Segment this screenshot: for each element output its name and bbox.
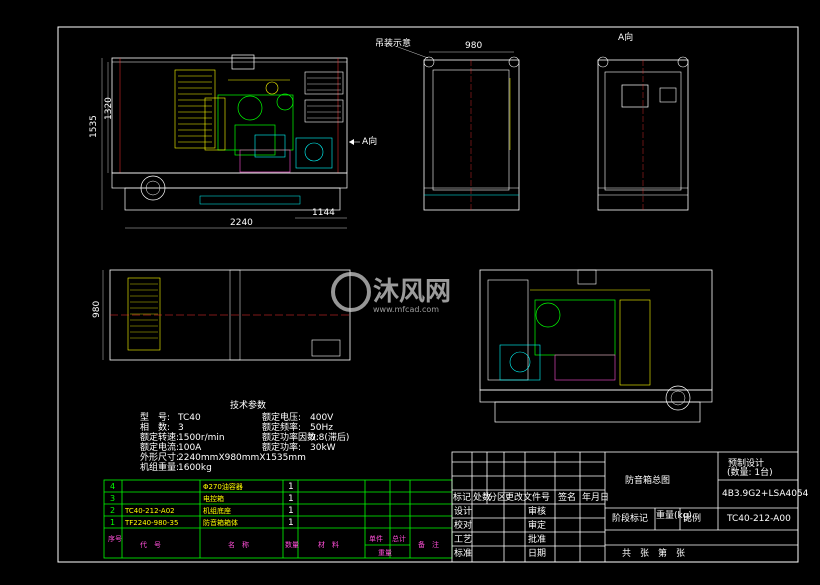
bom-header-name: 名 称 <box>228 540 249 549</box>
front-view: A向 1535 1320 2240 1144 <box>89 54 377 229</box>
bom-row-no: 1 <box>110 518 115 527</box>
param-value: 50Hz <box>310 423 333 433</box>
dim-plan-depth: 980 <box>92 301 102 318</box>
side-view: 吊装示意 980 <box>375 37 520 211</box>
watermark: 沐风网 www.mfcad.com <box>331 272 451 314</box>
lifting-note: 吊装示意 <box>375 37 411 49</box>
bom-header-qty: 数量 <box>285 540 299 549</box>
plan-view: 980 <box>92 269 351 361</box>
param-value: TC40 <box>177 413 201 423</box>
param-label: 额定功率: <box>262 441 301 453</box>
rev-header: 年月日 <box>582 491 609 503</box>
title-model: 4B3.9G2+LSA4054 <box>722 489 809 499</box>
watermark-url: www.mfcad.com <box>373 305 439 314</box>
dim-width-left: 2240 <box>230 218 253 228</box>
dim-side-width: 980 <box>465 41 482 51</box>
title-quantity: (数量: 1台) <box>727 466 773 478</box>
bom-row-qty: 1 <box>288 518 294 528</box>
dim-width-sub: 1144 <box>312 208 335 218</box>
param-label: 相 数: <box>140 421 170 433</box>
bom-row-name: 电控箱 <box>203 494 224 503</box>
title-stage-mark: 阶段标记 <box>612 512 648 524</box>
a-view-title: A向 <box>618 31 633 43</box>
rear-view <box>479 269 713 423</box>
bom-row-qty: 1 <box>288 482 294 492</box>
role-left: 标准 <box>454 547 472 559</box>
bom-header-code: 代 号 <box>140 540 161 549</box>
dim-height-2: 1320 <box>104 97 114 120</box>
role-right: 日期 <box>528 548 546 559</box>
role-left: 设计 <box>454 505 472 517</box>
role-right: 审定 <box>528 519 546 531</box>
front-view-a-label: A向 <box>362 135 377 147</box>
title-design-label: 预制设计 <box>728 457 764 469</box>
bom-header-material: 材 料 <box>318 540 339 549</box>
param-value: 3 <box>178 423 184 433</box>
param-label: 型 号: <box>140 412 170 423</box>
title-scale: 比例 <box>683 512 701 524</box>
bom-row-name: 机组底座 <box>203 506 231 515</box>
bom-row-no: 4 <box>110 482 115 491</box>
role-left: 工艺 <box>454 534 472 545</box>
bom-row-qty: 1 <box>288 506 294 516</box>
title-drawing-no: TC40-212-A00 <box>726 514 791 524</box>
bom-header-no: 序号 <box>108 534 122 543</box>
watermark-brand: 沐风网 <box>373 277 451 307</box>
rev-header: 标记 <box>453 491 471 503</box>
param-label: 外形尺寸: <box>140 451 179 463</box>
role-right: 审核 <box>528 505 546 517</box>
bom-row-name: Φ270油容器 <box>203 482 243 491</box>
param-label: 机组重量: <box>140 461 179 473</box>
bom-header-unit: 单件 <box>369 534 383 543</box>
param-value: 100A <box>178 443 202 453</box>
bom-row-code: TF2240-980-35 <box>124 519 178 527</box>
param-label: 额定频率: <box>262 421 301 433</box>
bom-row-qty: 1 <box>288 494 294 504</box>
title-weight: 重量(kg) <box>656 509 692 521</box>
param-label: 额定功率因数: <box>262 431 319 443</box>
tech-params-title: 技术参数 <box>230 399 266 411</box>
dim-height-1: 1535 <box>89 115 99 138</box>
param-value: 400V <box>310 413 334 423</box>
bom-row-name: 防音箱箱体 <box>203 518 238 527</box>
rev-header: 处数 <box>473 491 491 503</box>
param-value: 1500r/min <box>178 433 225 443</box>
param-label: 额定电流: <box>140 441 179 453</box>
bom-header-total: 总计 <box>392 534 406 543</box>
bom-row-no: 3 <box>110 494 115 503</box>
param-value: 1600kg <box>178 463 212 473</box>
a-view: A向 <box>597 31 689 211</box>
title-block: 预制设计 (数量: 1台) 防音箱总图 4B3.9G2+LSA4054 TC40… <box>451 451 809 563</box>
tech-params: 技术参数 型 号: TC40 相 数: 3额定转速:1500r/min额定电流:100… <box>140 399 349 473</box>
param-value: 0.8(滞后) <box>310 432 349 443</box>
rev-header: 签名 <box>558 491 576 503</box>
param-label: 额定转速: <box>140 431 179 443</box>
bom-header-note: 备 注 <box>418 540 439 549</box>
bom-row-no: 2 <box>110 506 115 515</box>
role-left: 校对 <box>454 519 472 531</box>
rev-header: 更改文件号 <box>505 491 550 503</box>
param-label: 额定电压: <box>262 411 301 423</box>
param-value: 30kW <box>310 443 336 453</box>
title-sheets: 共 张 第 张 <box>622 547 685 559</box>
title-drawing-name: 防音箱总图 <box>625 474 670 486</box>
bom-header-weight: 重量 <box>378 549 392 557</box>
bom-row-code: TC40-212-A02 <box>124 507 175 515</box>
rev-header: 分区 <box>488 492 506 503</box>
param-value: 2240mmX980mmX1535mm <box>178 453 306 463</box>
role-right: 批准 <box>528 533 546 545</box>
drawing-border <box>57 26 799 563</box>
